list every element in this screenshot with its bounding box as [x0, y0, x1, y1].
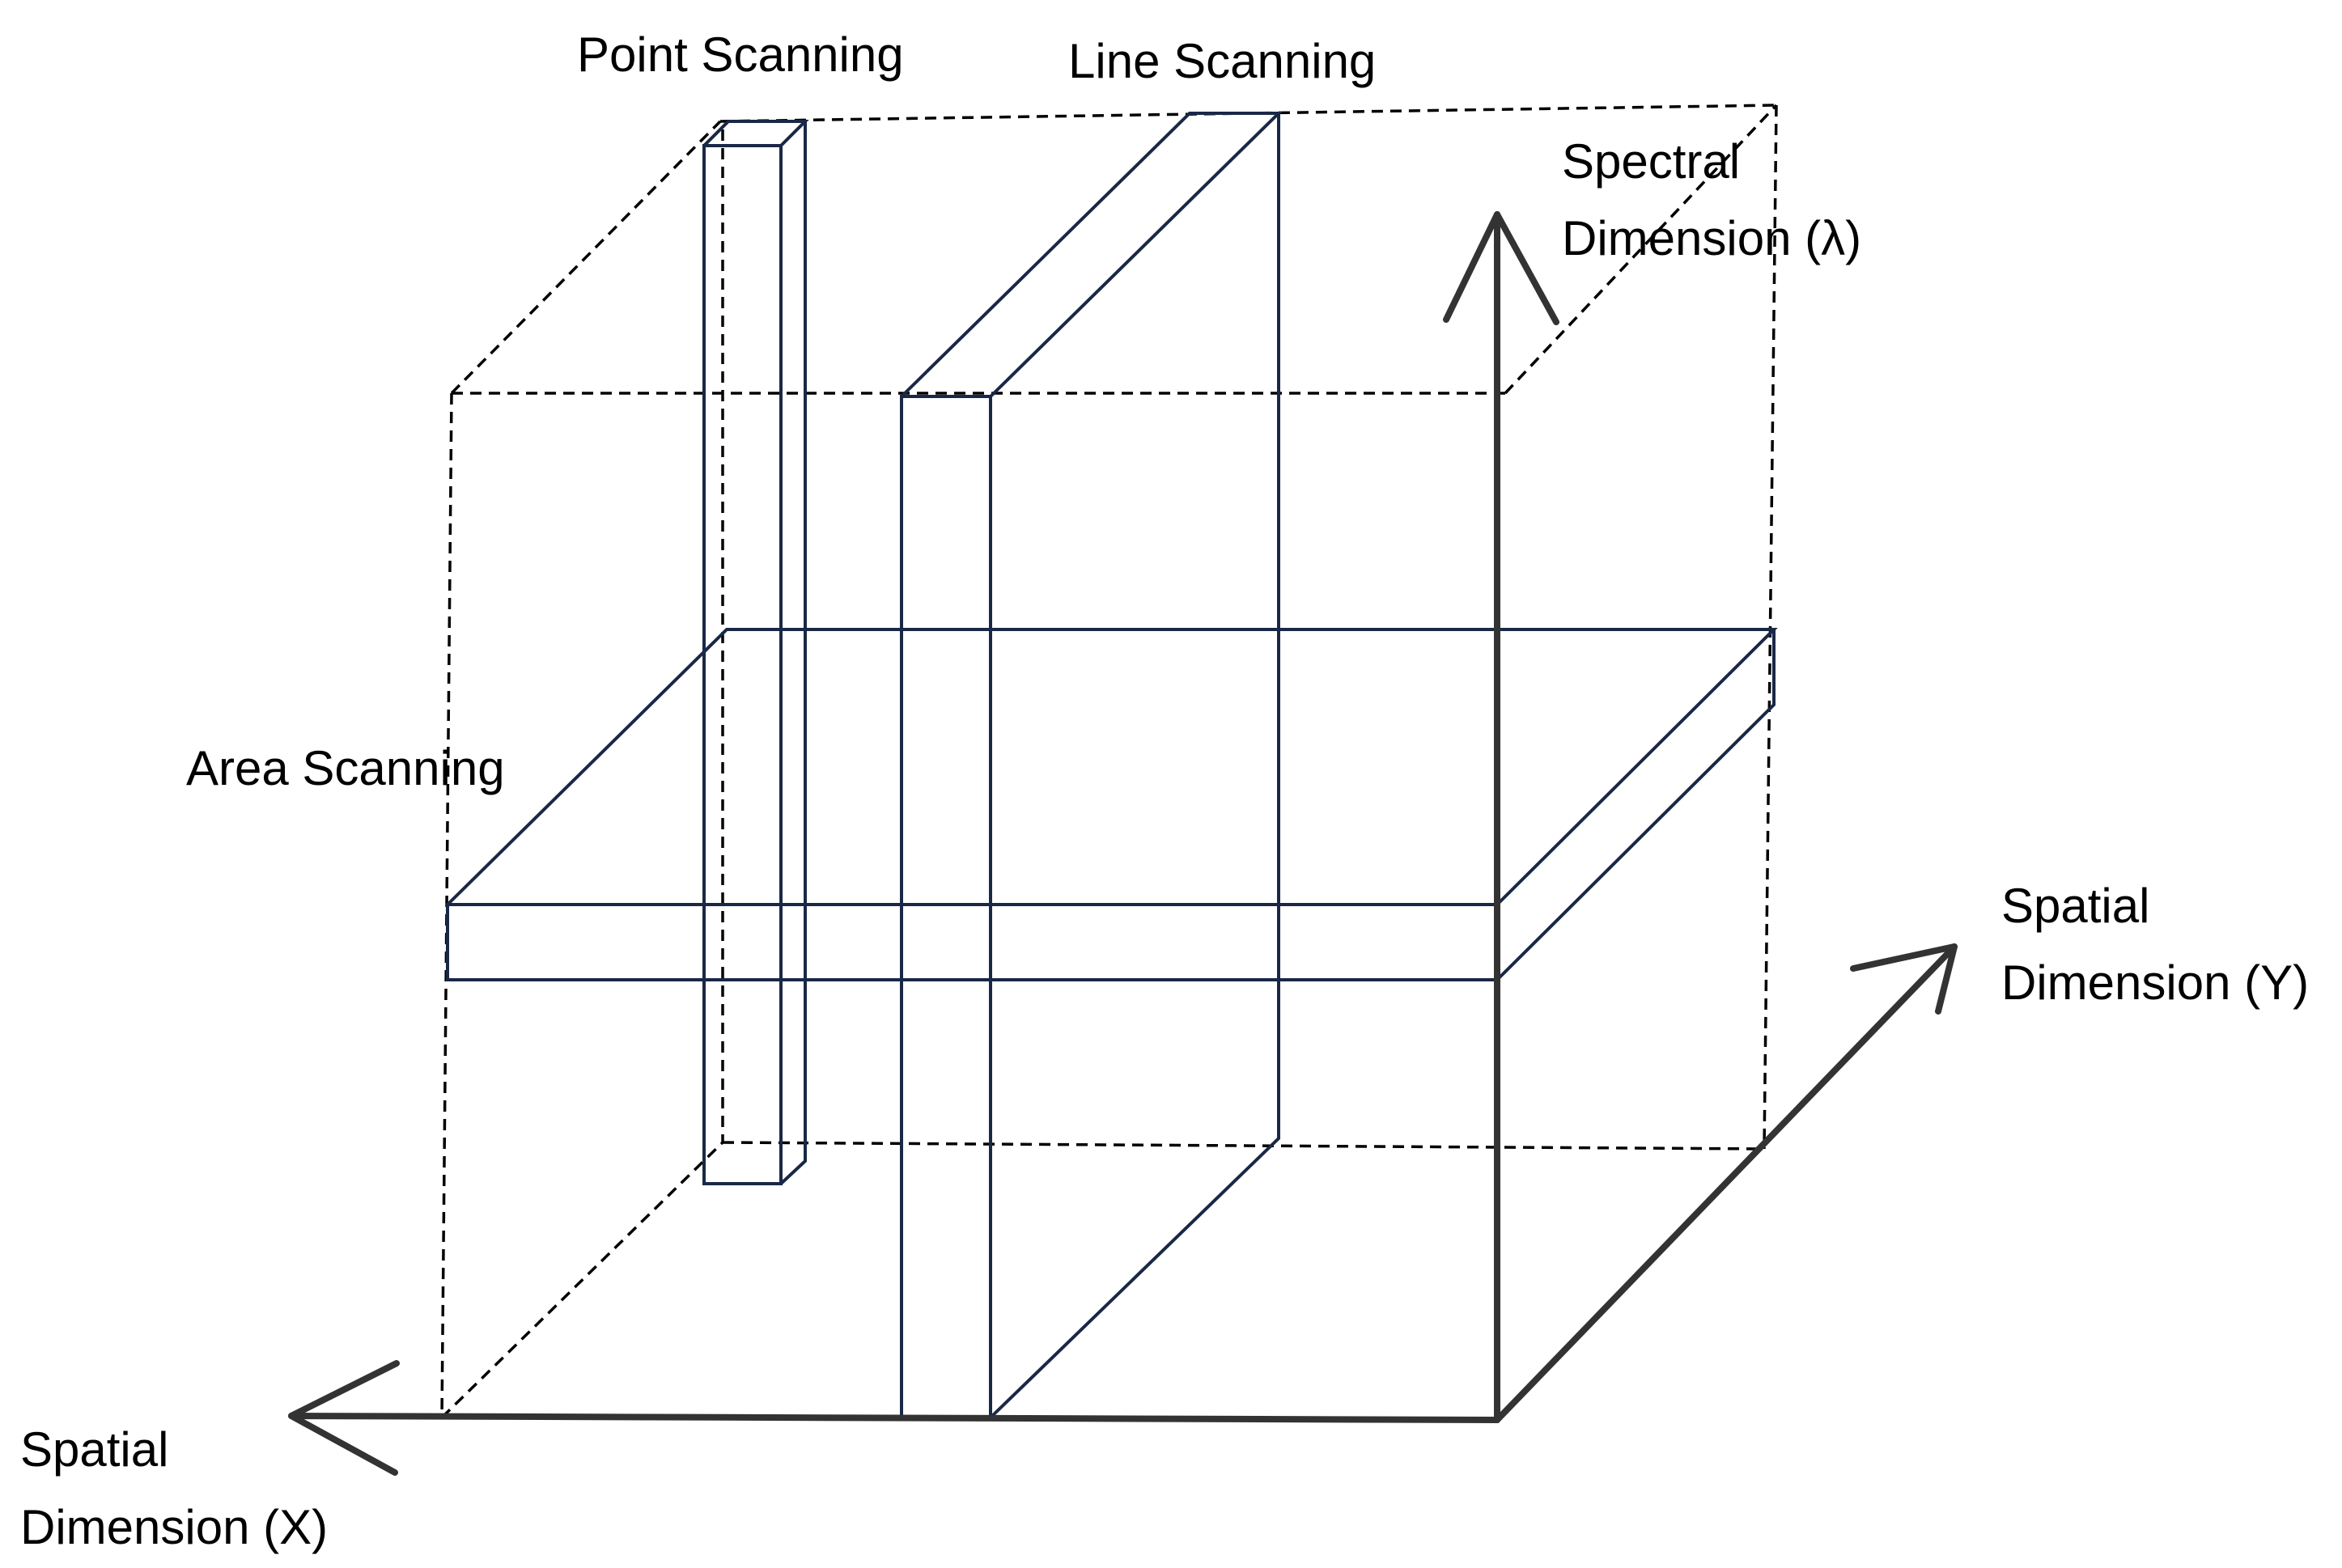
cube-back-bottom-edge	[722, 1141, 1765, 1151]
area-scanning-slab	[446, 628, 1778, 981]
cube-back-right-edge	[1763, 104, 1778, 1150]
spectral-dimension-label-line2: Dimension (λ)	[1562, 211, 1861, 265]
line-scanning-label: Line Scanning	[1068, 34, 1376, 88]
area-slab-side-face	[1496, 629, 1776, 981]
y-axis-arrowhead	[1850, 943, 1958, 1015]
cube-top-right-depth-edge	[1504, 104, 1778, 395]
line-slab-top-face	[900, 112, 1283, 398]
point-scanning-label: Point Scanning	[577, 28, 904, 82]
spatial-y-label-line2: Dimension (Y)	[2001, 956, 2309, 1010]
spatial-y-label-line1: Spatial	[2001, 879, 2149, 933]
spatial-x-label-line2: Dimension (X)	[20, 1500, 328, 1554]
point-column-top-face	[702, 120, 809, 147]
lambda-axis-arrowhead	[1443, 211, 1559, 325]
point-scanning-column	[702, 120, 809, 1185]
spectral-dimension-label-line1: Spectral	[1562, 134, 1740, 189]
cube-bottom-left-depth-edge	[440, 1141, 724, 1419]
point-column-side-face	[779, 121, 807, 1185]
line-slab-side-face	[989, 113, 1280, 1419]
cube-top-left-depth-edge	[450, 120, 722, 395]
axes	[288, 211, 1958, 1476]
y-axis-line	[1494, 943, 1958, 1423]
data-cube	[440, 104, 1778, 1419]
area-slab-front-face	[446, 903, 1499, 981]
point-column-front-face	[702, 144, 783, 1185]
area-scanning-label: Area Scanning	[186, 741, 505, 795]
x-axis-line	[288, 1413, 1500, 1423]
spatial-x-label-line1: Spatial	[20, 1422, 168, 1477]
x-axis-arrowhead	[288, 1360, 400, 1476]
line-scanning-slab	[900, 112, 1283, 1419]
line-slab-front-face	[900, 395, 992, 1419]
area-slab-top-face	[446, 628, 1778, 906]
